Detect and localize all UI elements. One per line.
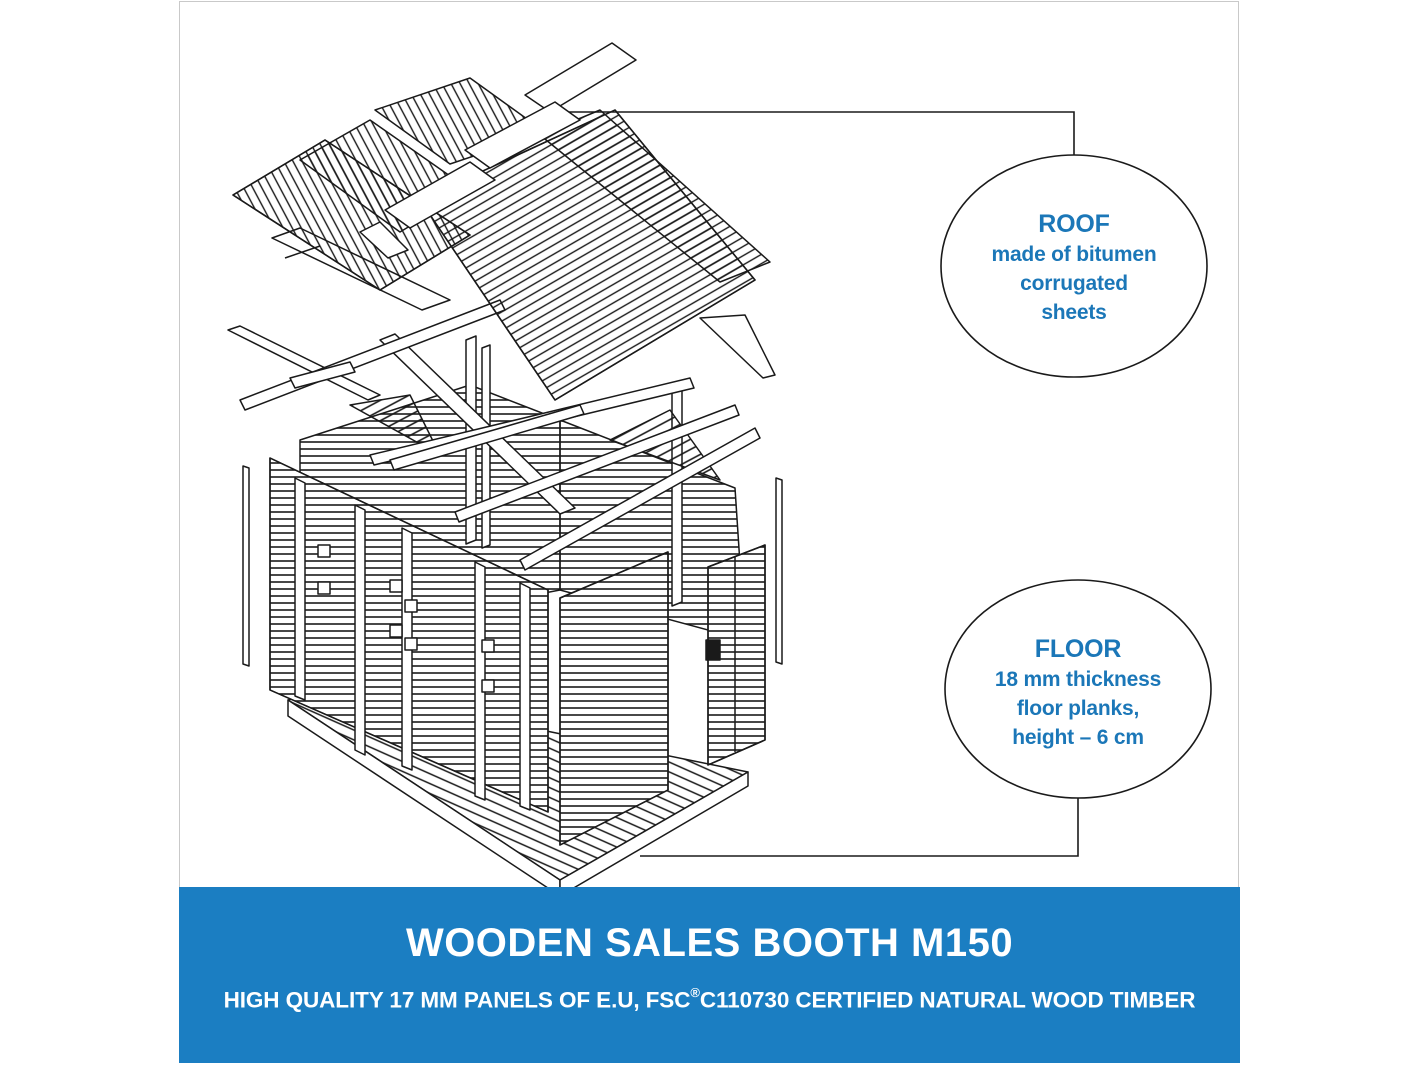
booth-drawing xyxy=(227,42,783,897)
ridge-cap-mid xyxy=(464,101,581,169)
roof-callout-line-3: sheets xyxy=(1041,301,1107,324)
floor-callout-title: FLOOR xyxy=(1034,635,1122,663)
ridge-cap-top xyxy=(524,42,637,113)
floor-callout-line-1: 18 mm thickness xyxy=(994,668,1162,691)
leader-lines xyxy=(568,111,1079,857)
product-title: WOODEN SALES BOOTH M150 xyxy=(405,921,1014,965)
subtitle-before: HIGH QUALITY 17 MM PANELS OF E.U, FSC xyxy=(223,987,691,1013)
roof-beam-4 xyxy=(454,404,740,523)
floor-leader-line xyxy=(640,798,1079,857)
roof-callout: ROOF made of bitumen corrugated sheets xyxy=(964,208,1184,327)
roof-beam-6 xyxy=(699,314,776,379)
product-banner: WOODEN SALES BOOTH M150 HIGH QUALITY 17 … xyxy=(179,887,1240,1063)
roof-beam-ridge xyxy=(379,333,576,515)
ridge-cap-end xyxy=(359,221,409,259)
loose-trim-left xyxy=(242,465,250,667)
loose-trim-right xyxy=(775,477,783,665)
floor-callout-ellipse xyxy=(944,579,1212,799)
roof-callout-line-2: corrugated xyxy=(1020,272,1128,295)
gable-left xyxy=(349,394,441,456)
roof-callout-title: ROOF xyxy=(1038,210,1110,238)
roof-beam-8 xyxy=(289,361,356,389)
floor-callout-line-2: floor planks, xyxy=(1016,697,1140,720)
roof-beam-5 xyxy=(519,427,761,571)
ridge-cap-low xyxy=(384,161,496,229)
floor-callout-line-3: height – 6 cm xyxy=(1012,726,1144,749)
floor-callout: FLOOR 18 mm thickness floor planks, heig… xyxy=(968,633,1188,752)
roof-beam-7 xyxy=(389,404,585,471)
roof-sheet-right-2 xyxy=(539,109,771,283)
product-subtitle: HIGH QUALITY 17 MM PANELS OF E.U, FSC®C1… xyxy=(179,985,1240,1014)
subtitle-after: C110730 CERTIFIED NATURAL WOOD TIMBER xyxy=(699,987,1196,1013)
roof-leader-line xyxy=(568,111,1075,155)
roof-callout-ellipse xyxy=(940,154,1208,378)
registered-mark: ® xyxy=(690,985,700,1000)
roof-callout-line-1: made of bitumen xyxy=(991,243,1157,266)
